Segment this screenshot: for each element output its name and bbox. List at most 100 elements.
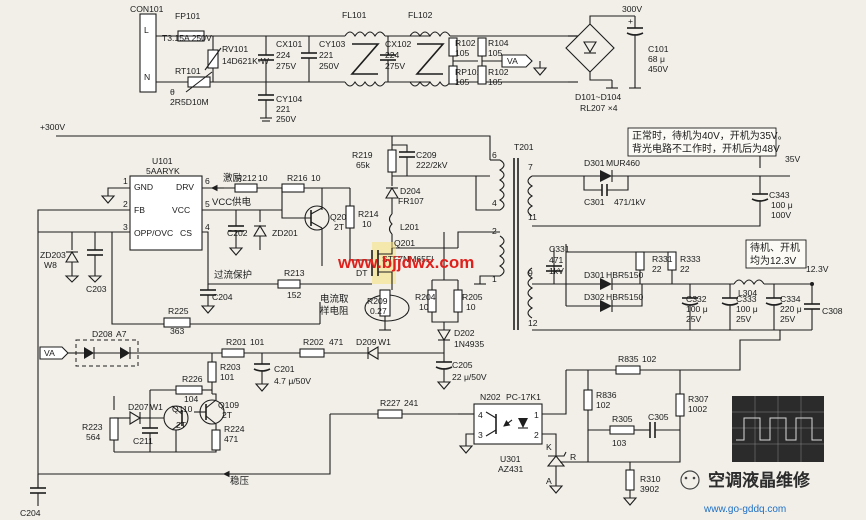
fl101-ref: FL101 (342, 10, 367, 20)
u101-n2: 2 (123, 199, 128, 209)
con101-ref: CON101 (130, 4, 164, 14)
va-top-label: VA (507, 56, 518, 66)
d207-ref: D207 (128, 402, 149, 412)
d301-val: MUR460 (606, 158, 640, 168)
r333-ref: R333 (680, 254, 701, 264)
bridge-val: RL207 ×4 (580, 103, 618, 113)
c305-ref: C305 (648, 412, 669, 422)
c334-ref: C334 (780, 294, 801, 304)
v300-top-label: 300V (622, 4, 642, 14)
r225-val: 363 (170, 326, 185, 336)
r213-val: 152 (287, 290, 302, 300)
c301-val: 471/1kV (614, 197, 646, 207)
u101-n3: 3 (123, 222, 128, 232)
r216-ref: R216 (287, 173, 308, 183)
transformer-t201: T201 6 4 2 1 7 11 9 12 (474, 142, 538, 330)
d208-val: A7 (116, 329, 127, 339)
t201-p2: 2 (492, 226, 497, 236)
cy104-ref: CY104 (276, 94, 302, 104)
q109-val: 2T (222, 410, 233, 420)
choke-fl102: FL102 (408, 10, 451, 87)
brand-text: 空调液晶维修 (708, 470, 811, 490)
u101-n5: 5 (205, 199, 210, 209)
q110-ref: Q110 (172, 404, 193, 414)
c332-ref: C332 (686, 294, 707, 304)
r307-ref: R307 (688, 394, 709, 404)
c308-ref: C308 (822, 306, 843, 316)
r214-val: 10 (362, 219, 372, 229)
q201-prefix: DT (356, 268, 368, 278)
c343-v2: 100V (771, 210, 791, 220)
t201-p7: 7 (528, 162, 533, 172)
con101-l: L (144, 25, 149, 35)
r227-ref: R227 (380, 398, 401, 408)
brand-footer: 空调液晶维修 www.go-gddq.com (680, 470, 811, 515)
l304-ref: L304 (738, 288, 757, 298)
u101-part: 5AARYK (146, 166, 180, 176)
r333-val: 22 (680, 264, 690, 274)
r223-ref: R223 (82, 422, 103, 432)
d301b-val: HBR5150 (606, 270, 643, 280)
d209-val: W1 (378, 337, 391, 347)
c331-v1: 471 (549, 255, 564, 265)
v35-label: 35V (785, 154, 801, 164)
r835-ref: R835 (618, 354, 639, 364)
r102a-val: 105 (455, 48, 470, 58)
t201-p9: 9 (528, 268, 533, 278)
u101-n1: 1 (123, 176, 128, 186)
r307-val: 1002 (688, 404, 707, 414)
c334-v1: 220 μ (780, 304, 802, 314)
r310-ref: R310 (640, 474, 661, 484)
q110-val: 2T (176, 420, 187, 430)
bridge-ref: D101~D104 (575, 92, 621, 102)
r225-ref: R225 (168, 306, 189, 316)
c203-ref: C203 (86, 284, 107, 294)
cx101-v1: 224 (276, 50, 291, 60)
c209-ref: C209 (416, 150, 437, 160)
r205-val: 10 (466, 302, 476, 312)
r203-ref: R203 (220, 362, 241, 372)
svg-text:+: + (628, 16, 633, 26)
drive-label: 激励 (223, 172, 242, 184)
shunt-regulator-u301: K R A U301 AZ431 (498, 430, 589, 494)
r104-ref: R104 (488, 38, 509, 48)
r836-val: 102 (596, 400, 611, 410)
r305-val: 103 (612, 438, 627, 448)
zd201-ref: ZD201 (272, 228, 298, 238)
r204-val: 10 (419, 302, 429, 312)
q202-ref: Q202 (330, 212, 351, 222)
t201-p6: 6 (492, 150, 497, 160)
c333-v2: 25V (736, 314, 752, 324)
sense-label-2: 样电阻 (320, 305, 349, 317)
d302-ref: D302 (584, 292, 605, 302)
r331-ref: R331 (652, 254, 673, 264)
sense-label-1: 电流取 (320, 293, 349, 305)
c204a-ref: C204 (212, 292, 233, 302)
c331-ref: C331 (549, 244, 570, 254)
cx102-v1: 224 (385, 50, 400, 60)
v300-left-label: +300V (40, 122, 65, 132)
t201-p12: 12 (528, 318, 538, 328)
q201-val: STF7NM65FI (382, 254, 434, 264)
c101-ref: C101 (648, 44, 669, 54)
c209-val: 222/2kV (416, 160, 448, 170)
r227-val: 241 (404, 398, 419, 408)
u301-k: K (546, 442, 552, 452)
c205-val: 22 μ/50V (452, 372, 487, 382)
q109-ref: Q109 (218, 400, 239, 410)
u301-a: A (546, 476, 552, 486)
l201-ref: L201 (400, 222, 419, 232)
r216-val: 10 (311, 173, 321, 183)
n202-p3: 3 (478, 430, 483, 440)
zd203-val: W8 (44, 260, 57, 270)
t201-p1: 1 (492, 274, 497, 284)
rp101-ref: RP101 (455, 67, 481, 77)
note-line-1: 正常时，待机为40V，开机为35V。 (632, 129, 788, 142)
u101-p4: CS (180, 228, 192, 238)
wechat-icon (680, 470, 700, 490)
r104-val: 105 (488, 48, 503, 58)
standby-note-2: 均为12.3V (750, 255, 796, 267)
va-tag-left (39, 346, 69, 360)
